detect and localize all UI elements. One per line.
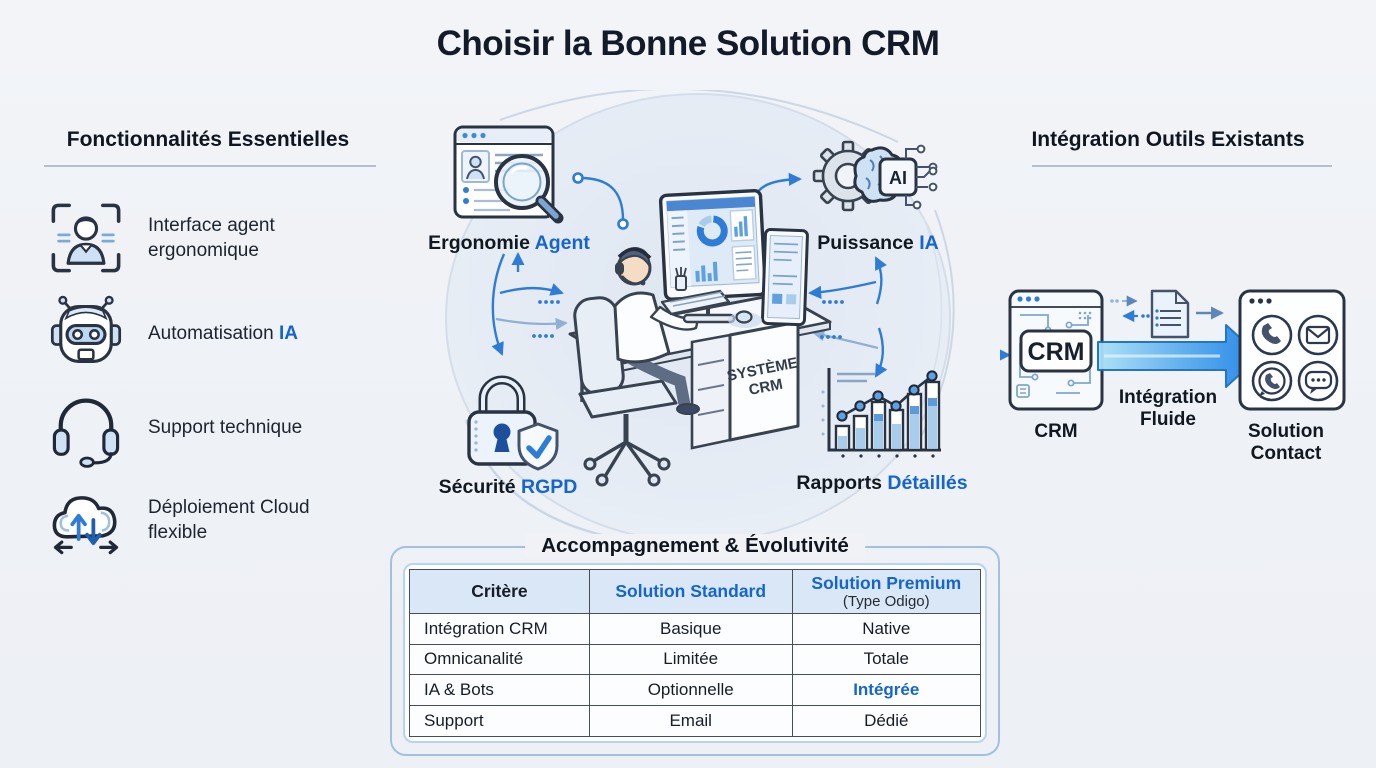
comparison-table: Critère Solution Standard Solution Premi… (409, 569, 982, 737)
crm-badge-label: CRM (1028, 338, 1085, 366)
callout-label: Puissance IA (817, 232, 939, 254)
padlock-shield-icon (467, 375, 559, 471)
cloud-deploy-icon (46, 480, 126, 560)
ai-chip-label: AI (889, 168, 907, 188)
feature-label: Déploiement Cloud flexible (148, 496, 310, 543)
left-panel-heading: Fonctionnalités Essentielles (66, 128, 350, 151)
right-panel-divider (1032, 165, 1332, 167)
ai-gear-brain-icon: AI (812, 140, 938, 212)
callout-label: Sécurité RGPD (438, 476, 578, 498)
phone-chat-icon (1258, 367, 1286, 396)
feature-cloud: Déploiement Cloud flexible (46, 480, 386, 560)
contact-caption: Solution Contact (1248, 421, 1324, 465)
feature-label: Interface agent ergonomique (148, 214, 275, 261)
bar-chart-icon (821, 368, 941, 458)
callout-label: Ergonomie Agent (428, 232, 590, 254)
callout-puissance-ia: AI Puissance IA (793, 126, 963, 255)
desk-label-line2: CRM (747, 376, 784, 399)
header-critere: Critère (409, 569, 590, 614)
headset-icon (46, 388, 126, 468)
callout-rapports: Rapports Détaillés (793, 362, 971, 495)
integration-caption: Intégration Fluide (1118, 387, 1218, 431)
feature-label: Support technique (148, 417, 303, 439)
table-row: Intégration CRM Basique Native (409, 612, 982, 645)
chat-icon (1304, 370, 1333, 394)
table-row: Omnicanalité Limitée Totale (409, 643, 982, 676)
browser-search-icon (453, 125, 564, 224)
callout-securite: Sécurité RGPD (428, 366, 588, 499)
agent-scan-icon (46, 198, 126, 278)
page-title: Choisir la Bonne Solution CRM (436, 24, 940, 63)
callout-label: Rapports Détaillés (796, 472, 968, 494)
crm-window-icon: CRM (1008, 289, 1104, 411)
mail-icon (1305, 325, 1331, 345)
feature-support: Support technique (46, 388, 386, 468)
header-premium: Solution Premium (Type Odigo) (791, 569, 982, 614)
dual-monitors (658, 189, 809, 328)
document-sync-icon (1110, 289, 1224, 339)
header-standard: Solution Standard (588, 569, 793, 614)
table-row: Support Email Dédié (409, 705, 982, 737)
right-panel-heading: Intégration Outils Existants (1031, 128, 1305, 151)
crm-caption: CRM (1034, 421, 1078, 442)
comparison-card: Critère Solution Standard Solution Premi… (403, 563, 987, 743)
table-header-row: Critère Solution Standard Solution Premi… (409, 569, 982, 614)
feature-label: Automatisation IA (148, 323, 298, 345)
left-panel-divider (44, 165, 376, 167)
robot-icon (46, 294, 126, 374)
phone-icon (1261, 323, 1281, 344)
comparison-title: Accompagnement & Évolutivité (525, 534, 865, 558)
feature-agent-interface: Interface agent ergonomique (46, 198, 386, 278)
feature-ai-automation: Automatisation IA (46, 294, 386, 374)
callout-ergonomie: Ergonomie Agent (424, 122, 594, 255)
integration-diagram: CRM (1000, 289, 1346, 411)
comparison-section: Accompagnement & Évolutivité Critère Sol… (390, 534, 1000, 756)
table-row: IA & Bots Optionnelle Intégrée (409, 674, 982, 707)
contact-window-icon (1238, 289, 1346, 411)
crm-system-illustration: SYSTÈME CRM (445, 90, 955, 543)
agent-at-desk (573, 246, 700, 487)
